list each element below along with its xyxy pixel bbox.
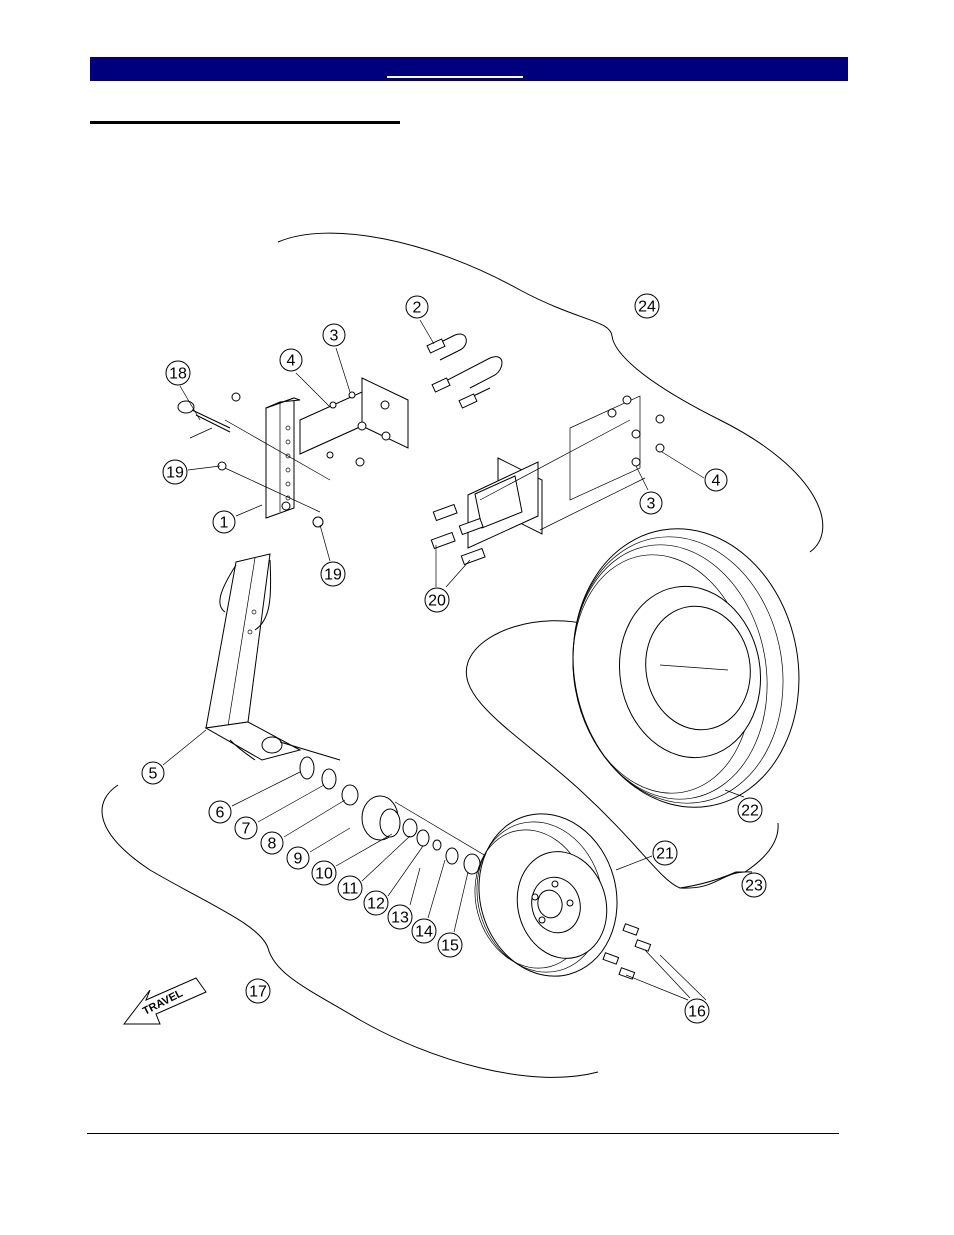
travel-arrow: TRAVEL — [124, 978, 206, 1024]
wheel-rim — [460, 798, 651, 992]
callout-8: 8 — [261, 832, 283, 854]
callout-label: 17 — [249, 984, 267, 1001]
callout-17: 17 — [246, 979, 270, 1003]
callout-label: 16 — [688, 1004, 706, 1021]
callout-label: 20 — [428, 593, 446, 610]
callout-label: 4 — [287, 353, 296, 370]
callout-1: 1 — [213, 511, 235, 533]
callout-3: 3 — [640, 492, 662, 514]
callout-label: 18 — [169, 366, 187, 383]
callout-16: 16 — [685, 999, 709, 1023]
callout-label: 11 — [342, 881, 359, 898]
callout-label: 9 — [294, 851, 303, 868]
callout-label: 21 — [656, 846, 674, 863]
lower-leg — [206, 554, 340, 760]
callout-11: 11 — [338, 876, 362, 900]
callout-9: 9 — [287, 847, 309, 869]
callout-label: 15 — [441, 938, 459, 955]
callout-2: 2 — [406, 296, 428, 318]
callout-label: 8 — [268, 836, 277, 853]
callout-5: 5 — [142, 762, 164, 784]
callout-label: 13 — [391, 910, 409, 927]
callout-21: 21 — [653, 841, 677, 865]
callout-label: 12 — [367, 896, 385, 913]
callout-label: 2 — [413, 300, 422, 317]
u-bolts — [427, 334, 502, 408]
callout-label: 3 — [647, 496, 656, 513]
callout-19: 19 — [163, 460, 187, 484]
callout-22: 22 — [738, 798, 762, 822]
callout-3: 3 — [323, 324, 345, 346]
callout-label: 4 — [712, 473, 721, 490]
callout-label: 5 — [149, 766, 158, 783]
callout-18: 18 — [166, 361, 190, 385]
callout-23: 23 — [742, 873, 766, 897]
callout-label: 6 — [216, 805, 225, 822]
callout-label: 19 — [324, 567, 342, 584]
callout-label: 19 — [166, 465, 184, 482]
callout-19: 19 — [321, 562, 345, 586]
callout-label: 24 — [638, 299, 656, 316]
callout-12: 12 — [364, 891, 388, 915]
callout-label: 7 — [242, 821, 251, 838]
mount-bracket-left — [300, 378, 408, 466]
callout-20: 20 — [425, 588, 449, 612]
callout-10: 10 — [312, 861, 336, 885]
callout-label: 23 — [745, 878, 763, 895]
tire — [551, 511, 820, 826]
callout-24: 24 — [635, 294, 659, 318]
callout-15: 15 — [438, 933, 462, 957]
mount-bracket-right — [431, 396, 664, 564]
pin-18 — [178, 393, 323, 527]
callout-4: 4 — [705, 469, 727, 491]
callout-6: 6 — [209, 801, 231, 823]
callout-label: 10 — [315, 866, 333, 883]
callout-label: 1 — [220, 515, 229, 532]
callout-7: 7 — [235, 817, 257, 839]
callout-label: 22 — [741, 803, 759, 820]
callout-label: 14 — [415, 924, 433, 941]
callout-13: 13 — [388, 905, 412, 929]
callout-14: 14 — [412, 919, 436, 943]
callout-4: 4 — [280, 349, 302, 371]
callout-label: 3 — [330, 328, 339, 345]
